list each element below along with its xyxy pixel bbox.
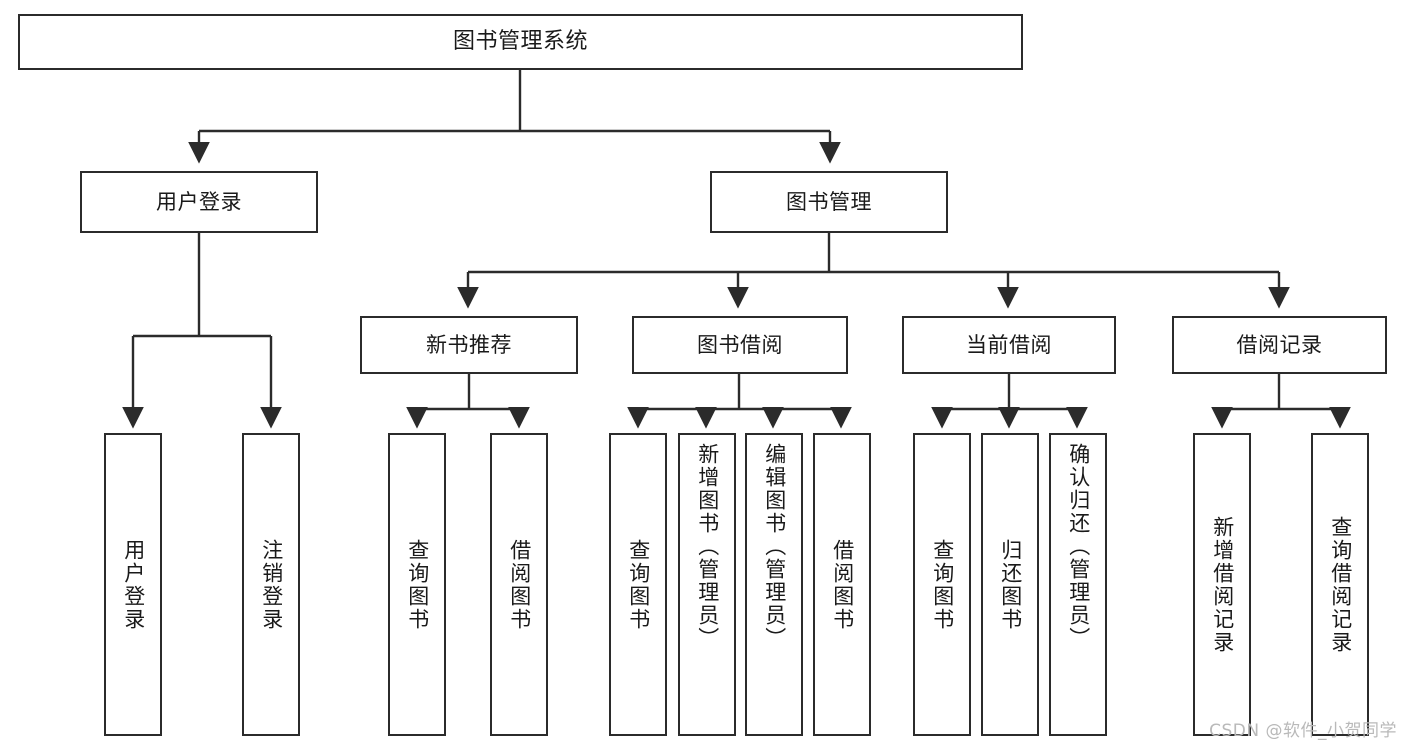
leaf-current-borrow-query[interactable]: 查询图书 <box>913 433 971 736</box>
node-label: 编辑图书（管理员） <box>762 443 787 650</box>
node-new-book-recommend[interactable]: 新书推荐 <box>360 316 578 374</box>
watermark-text: CSDN @软件_小贺同学 <box>1209 721 1397 741</box>
leaf-new-book-borrow[interactable]: 借阅图书 <box>490 433 548 736</box>
node-label: 确认归还（管理员） <box>1066 443 1091 650</box>
node-label: 归还图书 <box>998 538 1023 631</box>
node-label: 新增图书（管理员） <box>695 443 720 650</box>
node-label: 注销登录 <box>259 538 284 631</box>
leaf-borrow-record-add[interactable]: 新增借阅记录 <box>1193 433 1251 736</box>
node-label: 图书管理 <box>786 189 872 214</box>
node-borrow-record[interactable]: 借阅记录 <box>1172 316 1387 374</box>
leaf-new-book-query[interactable]: 查询图书 <box>388 433 446 736</box>
leaf-book-borrow-add[interactable]: 新增图书（管理员） <box>678 433 736 736</box>
node-label: 借阅图书 <box>507 538 532 631</box>
node-label: 用户登录 <box>156 189 242 214</box>
node-label: 借阅记录 <box>1236 332 1323 357</box>
node-label: 用户登录 <box>121 538 146 631</box>
leaf-borrow-record-query[interactable]: 查询借阅记录 <box>1311 433 1369 736</box>
node-label: 新书推荐 <box>426 332 512 357</box>
leaf-current-borrow-confirm-return[interactable]: 确认归还（管理员） <box>1049 433 1107 736</box>
node-user-login[interactable]: 用户登录 <box>80 171 318 233</box>
node-book-management[interactable]: 图书管理 <box>710 171 948 233</box>
node-label: 查询图书 <box>405 538 430 631</box>
leaf-user-login-logout[interactable]: 注销登录 <box>242 433 300 736</box>
node-current-borrow[interactable]: 当前借阅 <box>902 316 1116 374</box>
leaf-book-borrow-edit[interactable]: 编辑图书（管理员） <box>745 433 803 736</box>
node-label: 新增借阅记录 <box>1210 515 1235 654</box>
node-label: 查询借阅记录 <box>1328 515 1353 654</box>
node-label: 图书借阅 <box>697 332 783 357</box>
leaf-current-borrow-return[interactable]: 归还图书 <box>981 433 1039 736</box>
node-label: 查询图书 <box>626 538 651 631</box>
node-label: 图书管理系统 <box>452 29 588 55</box>
node-label: 借阅图书 <box>830 538 855 631</box>
node-label: 查询图书 <box>930 538 955 631</box>
node-label: 当前借阅 <box>966 332 1052 357</box>
node-root-system[interactable]: 图书管理系统 <box>18 14 1023 70</box>
leaf-book-borrow-borrow[interactable]: 借阅图书 <box>813 433 871 736</box>
node-book-borrow[interactable]: 图书借阅 <box>632 316 848 374</box>
leaf-book-borrow-query[interactable]: 查询图书 <box>609 433 667 736</box>
leaf-user-login-login[interactable]: 用户登录 <box>104 433 162 736</box>
